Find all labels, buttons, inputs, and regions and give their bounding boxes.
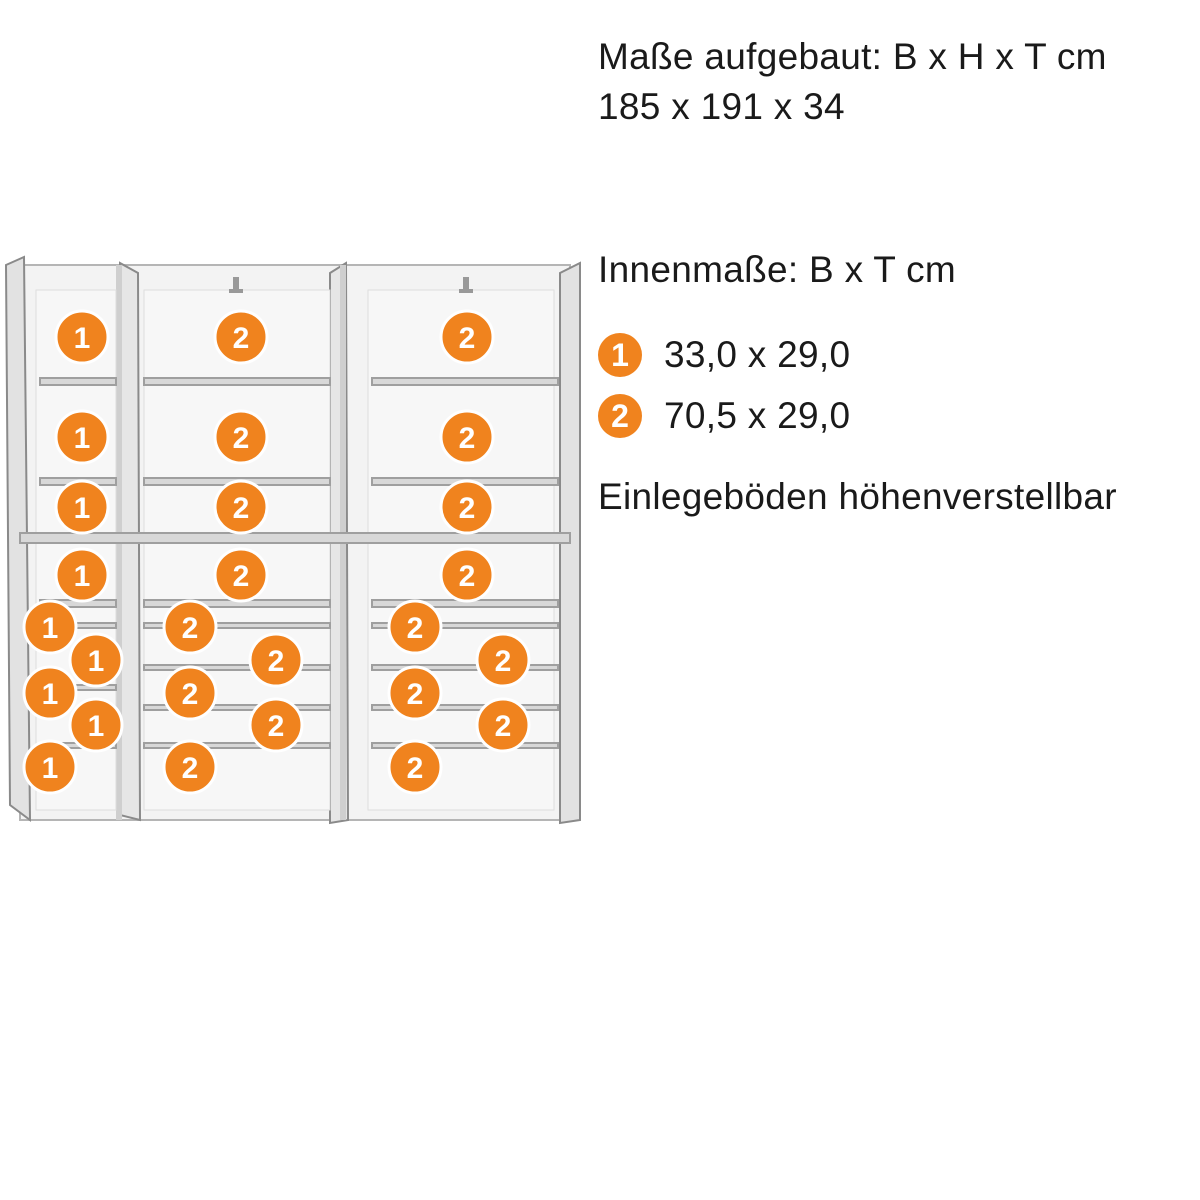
compartment-marker-2: 2 <box>439 479 495 535</box>
marker-label: 1 <box>88 710 105 743</box>
compartment-marker-2: 2 <box>439 547 495 603</box>
marker-2-badge: 2 <box>598 394 642 438</box>
legend-value-1: 33,0 x 29,0 <box>664 334 851 375</box>
marker-label: 2 <box>268 710 285 743</box>
marker-label: 2 <box>407 612 424 645</box>
compartment-marker-1: 1 <box>54 479 110 535</box>
compartment-marker-2: 2 <box>387 599 443 655</box>
marker-label: 1 <box>42 678 59 711</box>
shelf <box>143 704 331 711</box>
compartment-marker-1: 1 <box>22 739 78 795</box>
shelf <box>143 622 331 629</box>
compartment-marker-2: 2 <box>475 697 531 753</box>
legend-item-1: 1 33,0 x 29,0 <box>598 333 850 377</box>
marker-label: 2 <box>182 678 199 711</box>
lock-icon <box>229 277 243 293</box>
marker-label: 2 <box>407 752 424 785</box>
marker-label: 1 <box>42 752 59 785</box>
legend-value-2: 70,5 x 29,0 <box>664 395 851 436</box>
shelf <box>143 664 331 671</box>
compartment-marker-2: 2 <box>475 632 531 688</box>
marker-label: 2 <box>459 322 476 355</box>
overall-dimensions-label: Maße aufgebaut: B x H x T cm <box>598 36 1107 77</box>
overall-dimensions-value: 185 x 191 x 34 <box>598 86 845 127</box>
shelf <box>371 704 559 711</box>
marker-label: 2 <box>459 492 476 525</box>
compartment-marker-2: 2 <box>213 309 269 365</box>
marker-label: 1 <box>88 645 105 678</box>
compartment-marker-1: 1 <box>54 309 110 365</box>
inner-dimensions-label: Innenmaße: B x T cm <box>598 249 957 290</box>
shelf <box>39 377 117 386</box>
compartment-marker-1: 1 <box>68 632 124 688</box>
compartment-marker-1: 1 <box>54 409 110 465</box>
shelf <box>143 742 331 749</box>
compartment-marker-2: 2 <box>162 665 218 721</box>
marker-label: 2 <box>459 560 476 593</box>
shelf <box>371 622 559 629</box>
shelf <box>143 377 331 386</box>
marker-label: 1 <box>74 560 91 593</box>
compartment-marker-2: 2 <box>213 409 269 465</box>
compartment-marker-2: 2 <box>387 665 443 721</box>
compartment-marker-1: 1 <box>22 599 78 655</box>
compartment-marker-2: 2 <box>248 697 304 753</box>
marker-label: 2 <box>407 678 424 711</box>
marker-label: 2 <box>182 752 199 785</box>
marker-label: 2 <box>233 560 250 593</box>
shelves <box>19 377 571 749</box>
marker-label: 2 <box>233 322 250 355</box>
compartment-marker-1: 1 <box>22 665 78 721</box>
legend-item-2: 2 70,5 x 29,0 <box>598 394 850 438</box>
compartment-marker-2: 2 <box>162 739 218 795</box>
marker-label: 1 <box>74 492 91 525</box>
compartment-marker-1: 1 <box>54 547 110 603</box>
compartment-marker-2: 2 <box>439 409 495 465</box>
marker-label: 2 <box>233 492 250 525</box>
compartment-marker-2: 2 <box>248 632 304 688</box>
marker-label: 2 <box>495 645 512 678</box>
compartment-marker-1: 1 <box>68 697 124 753</box>
lock-icon <box>459 277 473 293</box>
marker-1-badge: 1 <box>598 333 642 377</box>
shelf <box>19 532 571 544</box>
compartment-marker-2: 2 <box>213 479 269 535</box>
shelf <box>371 742 559 749</box>
marker-label: 1 <box>74 322 91 355</box>
compartment-marker-2: 2 <box>439 309 495 365</box>
marker-label: 2 <box>182 612 199 645</box>
compartment-marker-2: 2 <box>213 547 269 603</box>
shelf <box>371 664 559 671</box>
marker-label: 2 <box>268 645 285 678</box>
marker-label: 2 <box>233 422 250 455</box>
marker-label: 2 <box>495 710 512 743</box>
shelves-adjustable-note: Einlegeböden höhenverstellbar <box>598 476 1117 517</box>
door-left <box>4 255 32 823</box>
marker-label: 2 <box>459 422 476 455</box>
compartment-marker-2: 2 <box>387 739 443 795</box>
compartment-marker-2: 2 <box>162 599 218 655</box>
shelf <box>371 377 559 386</box>
marker-label: 1 <box>42 612 59 645</box>
marker-label: 1 <box>74 422 91 455</box>
